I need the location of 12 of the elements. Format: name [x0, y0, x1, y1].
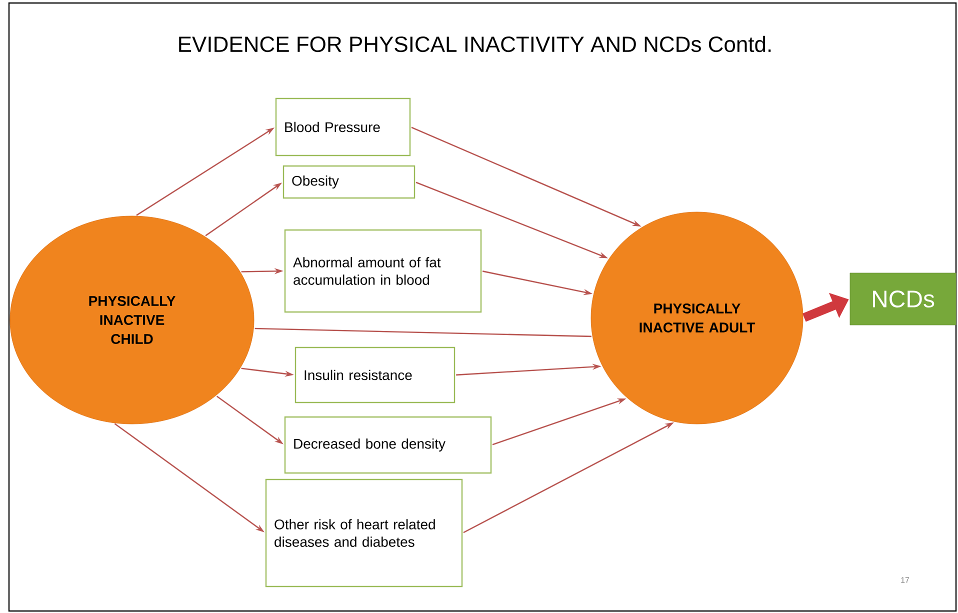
text-box: Abnormal amount of fat accumulation in blood: [284, 229, 482, 313]
oval-node: PHYSICALLY INACTIVE CHILD: [10, 216, 254, 424]
text-box: Insulin resistance: [294, 346, 456, 404]
circle-node: PHYSICALLY INACTIVE ADULT: [590, 212, 804, 424]
text-box: Blood Pressure: [275, 98, 411, 156]
text-box: Other risk of heart related diseases and diabetes: [265, 478, 463, 588]
text-box: Obesity: [282, 165, 416, 199]
connector-line: [254, 328, 592, 338]
page-number: 17: [901, 577, 910, 583]
result-box: NCDs: [850, 272, 956, 326]
text-box: Decreased bone density: [284, 416, 492, 474]
title: EVIDENCE FOR PHYSICAL INACTIVITY AND NCDs Contd.: [179, 36, 771, 52]
